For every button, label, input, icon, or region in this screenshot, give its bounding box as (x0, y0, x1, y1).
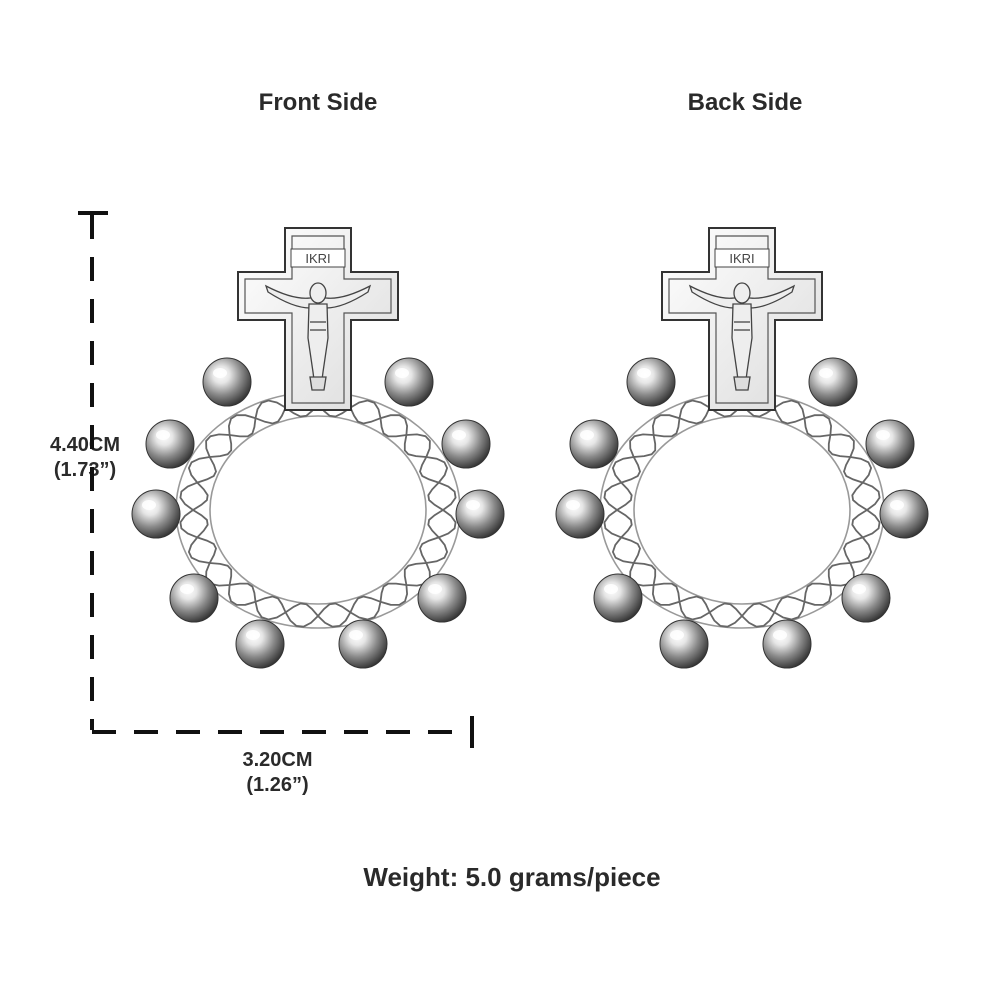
rosary-ring-back: IKRI (555, 227, 929, 669)
cross-inscription: IKRI (729, 251, 754, 266)
bead (762, 619, 812, 669)
back-side-label: Back Side (687, 89, 803, 116)
bead (384, 357, 434, 407)
bead (455, 489, 505, 539)
width-dimension: 3.20CM (1.26”) (205, 748, 350, 798)
bead (145, 419, 195, 469)
width-cm: 3.20CM (242, 749, 313, 771)
width-dimension-line (92, 716, 474, 748)
corpus-figure (264, 282, 372, 391)
bead (879, 489, 929, 539)
twisted-wire-band (175, 391, 461, 629)
bead (626, 357, 676, 407)
bead (659, 619, 709, 669)
bead (569, 419, 619, 469)
width-inches: (1.26”) (246, 774, 309, 796)
bead (593, 573, 643, 623)
height-inches: (1.73”) (53, 459, 117, 481)
bead (555, 489, 605, 539)
bead (441, 419, 491, 469)
bead (417, 573, 467, 623)
crucifix: IKRI (661, 227, 823, 411)
twisted-wire-band (599, 391, 885, 629)
bead (338, 619, 388, 669)
corpus-figure (688, 282, 796, 391)
bead (865, 419, 915, 469)
weight-label: Weight: 5.0 grams/piece (363, 862, 661, 892)
bead (808, 357, 858, 407)
cross-inscription: IKRI (305, 251, 330, 266)
bead (841, 573, 891, 623)
front-side-label: Front Side (258, 89, 378, 116)
rosary-ring-front: IKRI (131, 227, 505, 669)
crucifix: IKRI (237, 227, 399, 411)
bead (131, 489, 181, 539)
height-dimension: 4.40CM (1.73”) (20, 433, 150, 483)
bead (235, 619, 285, 669)
height-cm: 4.40CM (49, 434, 121, 456)
bead (169, 573, 219, 623)
height-dimension-line (78, 211, 108, 730)
bead (202, 357, 252, 407)
